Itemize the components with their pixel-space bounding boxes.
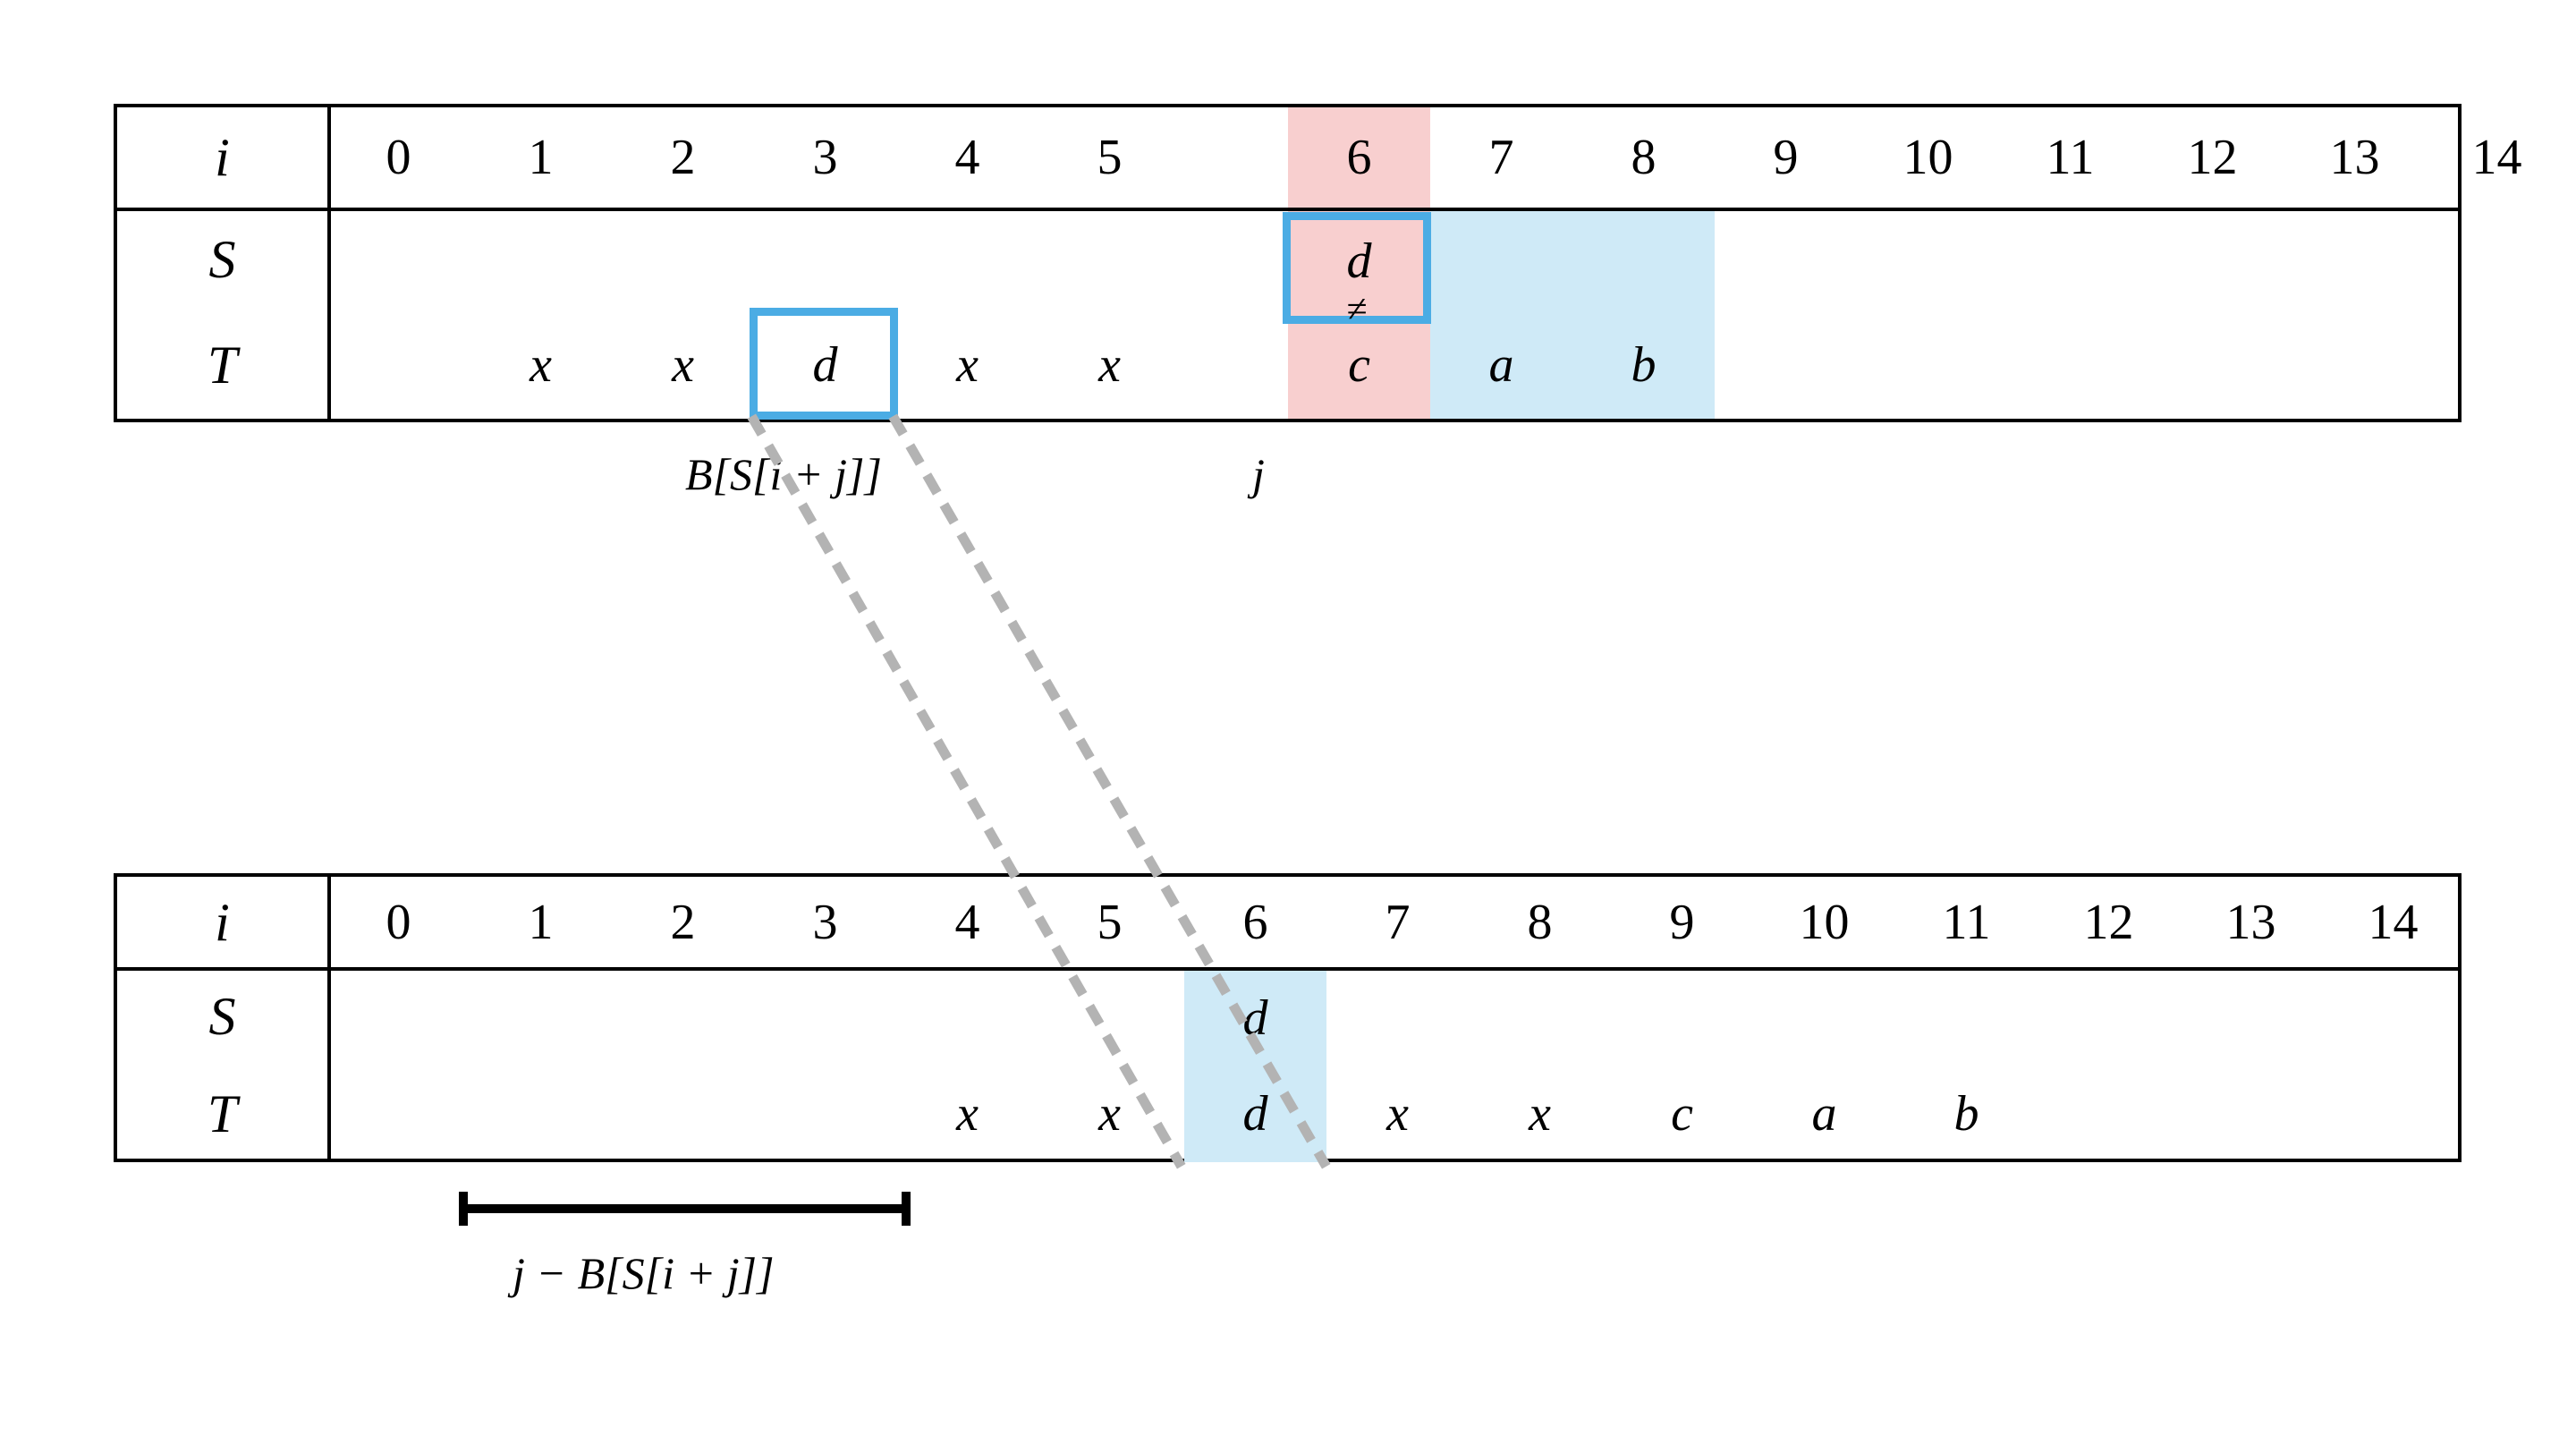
top-label-column-divider [327,107,331,419]
label-j: j [1252,449,1265,499]
top-index-cell: 7 [1488,130,1514,185]
bottom-index-cell: 5 [1097,894,1123,950]
bottom-T-cell: b [1953,1085,1979,1142]
bottom-T-cell: x [1529,1085,1551,1142]
top-row-label-S: S [208,230,236,289]
bottom-index-cell: 0 [386,894,411,950]
shift-bracket-right-tick [902,1192,911,1226]
shift-bracket-bar [459,1204,911,1213]
bottom-S-cell: d [1242,990,1268,1046]
bottom-index-row-label: i [215,892,230,952]
bottom-index-cell: 7 [1385,894,1411,950]
top-index-cell: 6 [1346,130,1372,185]
bottom-index-cell: 9 [1669,894,1695,950]
top-index-row-divider [117,208,2458,211]
top-match-blue-body [1430,211,1715,419]
top-index-cell: 14 [2471,130,2522,185]
bottom-index-cell: 12 [2083,894,2134,950]
bottom-index-cell: 8 [1527,894,1553,950]
bottom-T-cell: x [1098,1085,1121,1142]
bottom-T-cell: d [1242,1085,1268,1142]
bottom-row-label-S: S [208,986,236,1046]
top-index-cell: 4 [954,130,980,185]
bottom-index-cell: 11 [1942,894,1991,950]
shift-bracket-left-tick [459,1192,468,1226]
not-equal-icon: ≠ [1346,289,1368,330]
bottom-index-cell: 1 [528,894,554,950]
top-mismatch-pink-index [1288,107,1430,208]
top-index-cell: 13 [2329,130,2380,185]
bottom-label-column-divider [327,877,331,1159]
top-index-cell: 3 [812,130,838,185]
top-S-cell: d [1346,234,1372,289]
bottom-index-cell: 4 [954,894,980,950]
top-index-row-label: i [215,128,230,187]
bottom-T-cell: x [1386,1085,1409,1142]
top-mismatch-pink-body [1288,211,1430,419]
bottom-index-cell: 13 [2225,894,2276,950]
top-T-cell: a [1488,337,1514,393]
outline-box-T-d [750,308,898,420]
bottom-panel-table: i S T 0 1 2 3 4 5 6 7 8 9 10 11 12 13 14… [114,873,2462,1162]
shift-bracket [459,1192,911,1227]
bottom-index-cell: 6 [1242,894,1268,950]
bottom-index-cell: 14 [2368,894,2419,950]
top-T-cell: x [1098,337,1121,393]
top-index-cell: 11 [2046,130,2095,185]
bottom-index-cell: 10 [1799,894,1850,950]
bottom-T-cell: c [1671,1085,1693,1142]
top-row-label-T: T [207,336,238,395]
top-T-cell: x [672,337,694,393]
label-B-of-S-i-plus-j: B[S[i + j]] [685,449,882,499]
top-index-cell: 9 [1773,130,1799,185]
top-index-cell: 0 [386,130,411,185]
outline-box-S-d [1283,212,1431,324]
bottom-T-cell: x [956,1085,979,1142]
top-index-cell: 1 [528,130,554,185]
bottom-row-label-T: T [207,1083,238,1143]
top-T-cell: b [1631,337,1657,393]
bottom-index-cell: 2 [670,894,696,950]
top-T-cell: d [812,337,838,393]
top-index-cell: 10 [1902,130,1953,185]
top-panel-table: i S T 0 1 2 3 4 5 6 7 8 9 10 11 12 13 14… [114,104,2522,422]
top-index-cell: 8 [1631,130,1657,185]
bottom-T-cell: a [1811,1085,1837,1142]
top-index-cell: 2 [670,130,696,185]
label-shift-amount: j − B[S[i + j]] [513,1248,775,1298]
bottom-index-cell: 3 [812,894,838,950]
top-index-cell: 5 [1097,130,1123,185]
top-T-cell: x [956,337,979,393]
top-index-cell: 12 [2187,130,2238,185]
top-T-cell: x [530,337,552,393]
top-T-cell: c [1348,337,1370,393]
